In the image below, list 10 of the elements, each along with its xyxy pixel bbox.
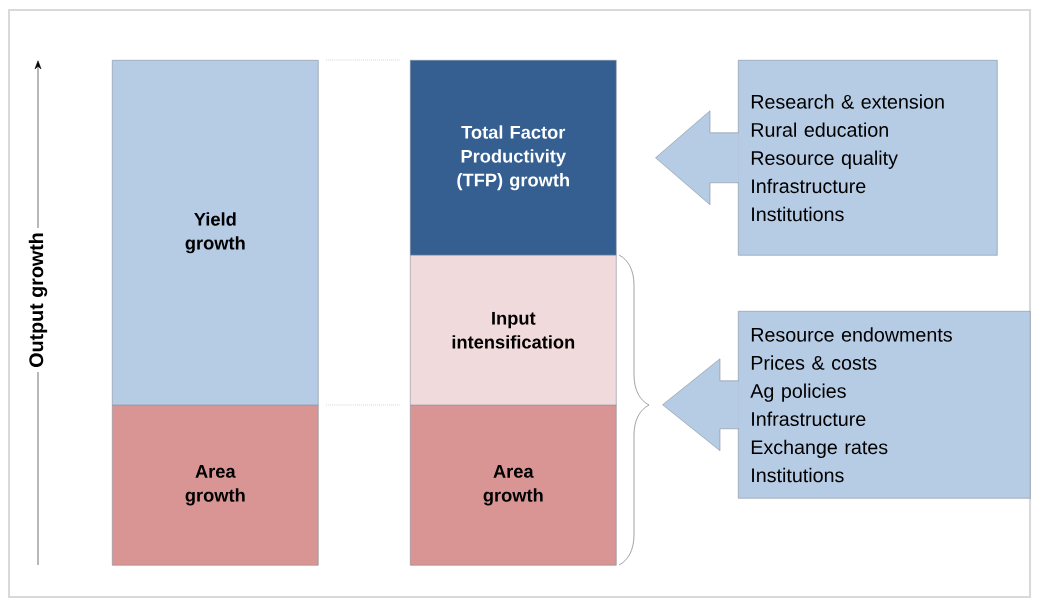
- bar-segment: Total Factor Productivity (TFP) growth: [410, 60, 617, 256]
- axis-label: Output growth: [24, 228, 52, 372]
- factor-box: Research & extension Rural education Resource quality Infrastructure Institutions: [738, 60, 998, 256]
- bar-segment: Area growth: [112, 405, 319, 566]
- bar-segment: Yield growth: [112, 60, 319, 406]
- block-arrow: [655, 110, 740, 206]
- factor-box: Resource endowments Prices & costs Ag policies Infrastructure Exchange rates Institutions: [738, 311, 1031, 499]
- bar-segment: Area growth: [410, 405, 617, 566]
- bar-segment: Input intensification: [410, 255, 617, 406]
- block-arrow: [662, 358, 740, 452]
